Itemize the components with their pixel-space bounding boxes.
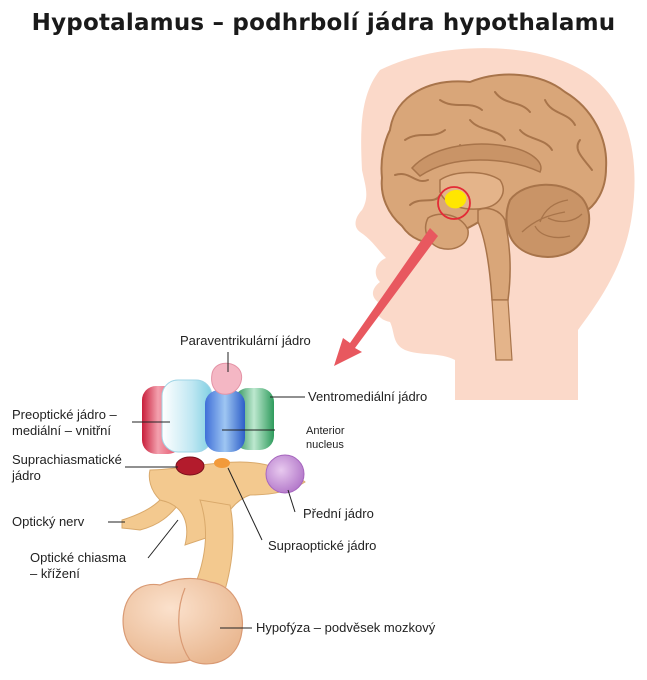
pituitary-gland <box>122 577 244 665</box>
label-preoptic: Preoptické jádro – mediální – vnitřní <box>12 407 117 439</box>
page-title: Hypotalamus – podhrbolí jádra hypothalam… <box>31 10 616 36</box>
label-anterior: Anterior nucleus <box>306 424 345 452</box>
suprachiasmatic-nucleus <box>175 456 205 476</box>
label-chiasm-line1: Optické chiasma <box>30 550 127 565</box>
optic-chiasm <box>148 461 306 546</box>
pituitary-cleft <box>178 587 191 661</box>
label-ventromedial: Ventromediální jádro <box>308 389 428 404</box>
label-suprachiasmatic-line2: jádro <box>12 468 41 483</box>
leader-lines <box>108 352 305 629</box>
label-anterior-line2: nucleus <box>306 439 344 451</box>
brainstem <box>477 207 511 301</box>
spinal-cord <box>491 299 513 361</box>
label-supraoptic: Supraoptické jádro <box>268 538 377 553</box>
label-chiasm: Optické chiasma – křížení <box>30 550 126 582</box>
label-pituitary: Hypofýza – podvěsek mozkový <box>256 620 436 635</box>
label-optic-nerve: Optický nerv <box>12 514 85 529</box>
pointer-arrow <box>334 228 438 366</box>
label-suprachiasmatic-line1: Suprachiasmatické <box>12 452 122 467</box>
paraventricular-nucleus <box>211 362 243 395</box>
highlight-circle <box>437 186 471 220</box>
blue-nucleus-block <box>205 390 245 452</box>
cerebellum <box>505 183 591 258</box>
label-suprachiasmatic: Suprachiasmatické jádro <box>12 452 122 484</box>
label-preoptic-line1: Preoptické jádro – <box>12 407 117 422</box>
cerebellum-arbor <box>521 199 583 239</box>
label-anterior-nucleus-cz: Přední jádro <box>303 506 374 521</box>
anterior-nucleus-block <box>161 379 213 453</box>
optic-nerve <box>121 499 179 531</box>
anterior-nucleus-purple <box>265 454 305 494</box>
hypothalamus-highlight <box>444 189 467 209</box>
supraoptic-nucleus <box>214 458 230 468</box>
label-preoptic-line2: mediální – vnitřní <box>12 423 111 438</box>
label-chiasm-line2: – křížení <box>30 566 80 581</box>
label-paraventricular: Paraventrikulární jádro <box>180 333 311 348</box>
corpus-callosum <box>410 143 542 177</box>
label-anterior-line1: Anterior <box>306 425 345 437</box>
